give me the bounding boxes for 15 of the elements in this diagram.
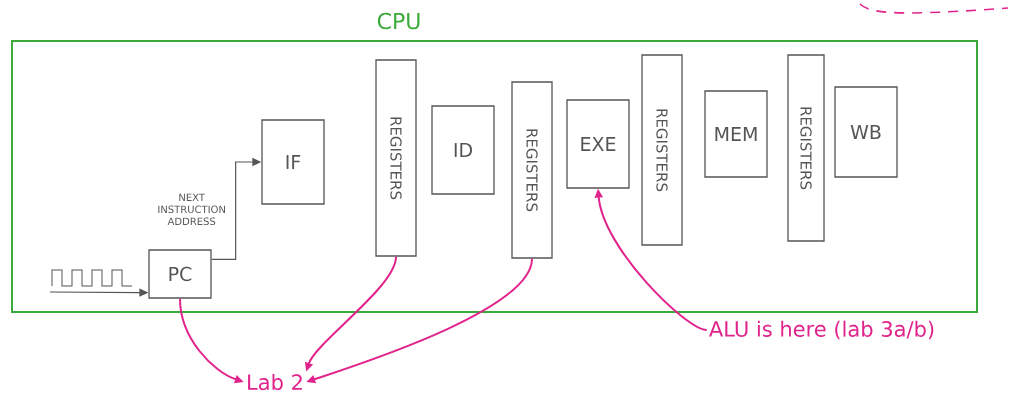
stage-box: PC (148, 249, 212, 299)
register-bar: REGISTERS (511, 81, 553, 259)
stage-box: EXE (566, 99, 630, 189)
stage-box: MEM (704, 90, 768, 178)
register-bar: REGISTERS (787, 54, 825, 242)
note-text: Lab 2 (248, 373, 302, 391)
note-text: ALU is here (lab 3a/b) (709, 320, 934, 340)
register-bar: REGISTERS (375, 59, 417, 257)
register-bar: REGISTERS (641, 54, 683, 246)
stage-box: WB (834, 86, 898, 178)
stage-box: IF (261, 119, 325, 205)
cpu-frame (11, 40, 978, 313)
edge-label: NEXT INSTRUCTION ADDRESS (151, 192, 232, 227)
frame-heading: CPU (377, 12, 420, 30)
stage-box: ID (431, 105, 495, 195)
